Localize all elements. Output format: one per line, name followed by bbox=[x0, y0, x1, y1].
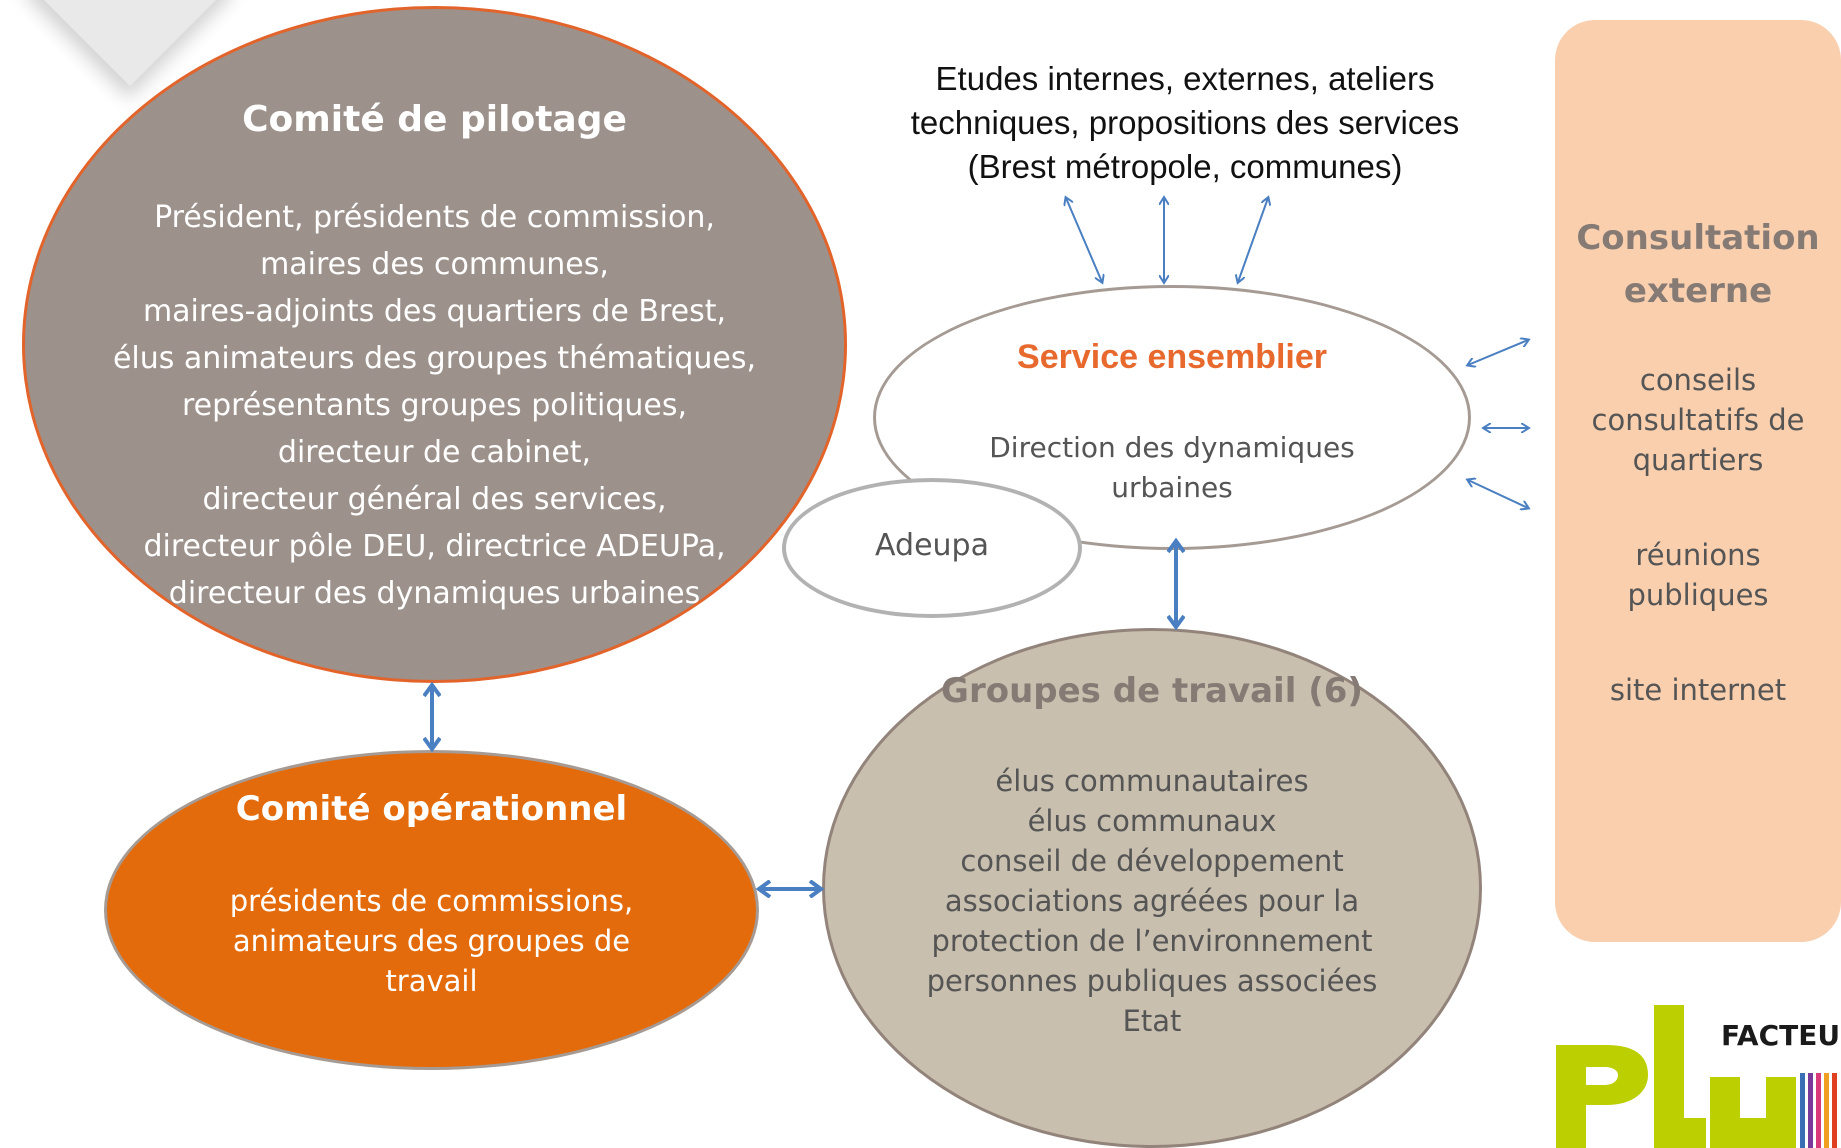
body-line: Direction des dynamiques bbox=[989, 431, 1355, 464]
logo-letter-l bbox=[1654, 1005, 1706, 1148]
consultation-item-conseils: conseils consultatifs de quartiers bbox=[1555, 360, 1841, 480]
consultation-item-site: site internet bbox=[1555, 670, 1841, 710]
comite-de-pilotage-node: Comité de pilotage Président, présidents… bbox=[22, 6, 847, 683]
member-line: élus communaux bbox=[1027, 804, 1277, 838]
etudes-label: Etudes internes, externes, ateliers tech… bbox=[865, 57, 1505, 189]
arrow-etudes-ensemblier-left bbox=[1066, 198, 1102, 282]
adeupa-node: Adeupa bbox=[782, 478, 1082, 618]
etudes-line: Etudes internes, externes, ateliers bbox=[935, 60, 1435, 97]
member-line: élus animateurs des groupes thématiques, bbox=[112, 341, 757, 376]
item-line: conseils bbox=[1639, 363, 1757, 397]
comite-operationnel-title: Comité opérationnel bbox=[235, 789, 628, 829]
logo-bar bbox=[1808, 1073, 1813, 1148]
title-line: Consultation bbox=[1576, 218, 1820, 258]
member-line: travail bbox=[385, 964, 478, 998]
etudes-line: (Brest métropole, communes) bbox=[967, 148, 1403, 185]
comite-operationnel-node: Comité opérationnel présidents de commis… bbox=[104, 750, 759, 1070]
plu-facteur4-logo: FACTEUR 4 bbox=[1556, 1005, 1841, 1148]
arrow-ensemblier-consultation-top bbox=[1468, 340, 1528, 365]
item-line: publiques bbox=[1627, 578, 1769, 612]
service-ensemblier-title: Service ensemblier bbox=[1017, 338, 1327, 376]
member-line: Président, présidents de commission, bbox=[154, 200, 715, 235]
title-line: externe bbox=[1623, 271, 1773, 311]
comite-de-pilotage-title: Comité de pilotage bbox=[242, 99, 627, 140]
consultation-externe-title: Consultation externe bbox=[1555, 212, 1841, 318]
adeupa-label: Adeupa bbox=[875, 528, 989, 563]
consultation-externe-panel: Consultation externe conseils consultati… bbox=[1555, 20, 1841, 942]
logo-text: FACTEUR 4 bbox=[1721, 1019, 1841, 1052]
member-line: protection de l’environnement bbox=[931, 924, 1373, 958]
member-line: conseil de développement bbox=[960, 844, 1344, 878]
member-line: directeur des dynamiques urbaines bbox=[168, 576, 701, 611]
member-line: représentants groupes politiques, bbox=[181, 388, 688, 423]
body-line: urbaines bbox=[1111, 471, 1233, 504]
service-ensemblier-body: Direction des dynamiques urbaines bbox=[916, 428, 1428, 508]
logo-bar bbox=[1816, 1073, 1821, 1148]
groupes-de-travail-title: Groupes de travail (6) bbox=[941, 671, 1363, 711]
member-line: associations agréées pour la bbox=[944, 884, 1360, 918]
member-line: directeur général des services, bbox=[202, 482, 667, 517]
item-line: quartiers bbox=[1632, 443, 1764, 477]
groupes-de-travail-members: élus communautaires élus communaux conse… bbox=[845, 761, 1459, 1041]
arrow-etudes-ensemblier-right bbox=[1238, 198, 1268, 282]
member-line: animateurs des groupes de bbox=[232, 924, 631, 958]
item-line: consultatifs de bbox=[1591, 403, 1805, 437]
member-line: maires des communes, bbox=[260, 247, 609, 282]
member-line: directeur de cabinet, bbox=[277, 435, 592, 470]
member-line: maires-adjoints des quartiers de Brest, bbox=[142, 294, 727, 329]
logo-letter-p bbox=[1556, 1045, 1648, 1148]
logo-bar bbox=[1832, 1073, 1837, 1148]
logo-bar bbox=[1824, 1073, 1829, 1148]
logo-bar bbox=[1800, 1073, 1805, 1148]
consultation-item-reunions: réunions publiques bbox=[1555, 535, 1841, 615]
item-line: réunions bbox=[1635, 538, 1761, 572]
member-line: élus communautaires bbox=[995, 764, 1309, 798]
arrow-ensemblier-consultation-bottom bbox=[1468, 480, 1528, 508]
member-line: personnes publiques associées bbox=[926, 964, 1378, 998]
member-line: directeur pôle DEU, directrice ADEUPa, bbox=[143, 529, 726, 564]
member-line: présidents de commissions, bbox=[229, 884, 634, 918]
groupes-de-travail-node: Groupes de travail (6) élus communautair… bbox=[822, 628, 1482, 1148]
etudes-line: techniques, propositions des services bbox=[910, 104, 1460, 141]
comite-operationnel-members: présidents de commissions, animateurs de… bbox=[157, 881, 706, 1001]
item-line: site internet bbox=[1609, 673, 1787, 707]
comite-de-pilotage-members: Président, présidents de commission, mai… bbox=[25, 194, 844, 617]
member-line: Etat bbox=[1122, 1004, 1182, 1038]
logo-letter-u bbox=[1710, 1077, 1796, 1148]
